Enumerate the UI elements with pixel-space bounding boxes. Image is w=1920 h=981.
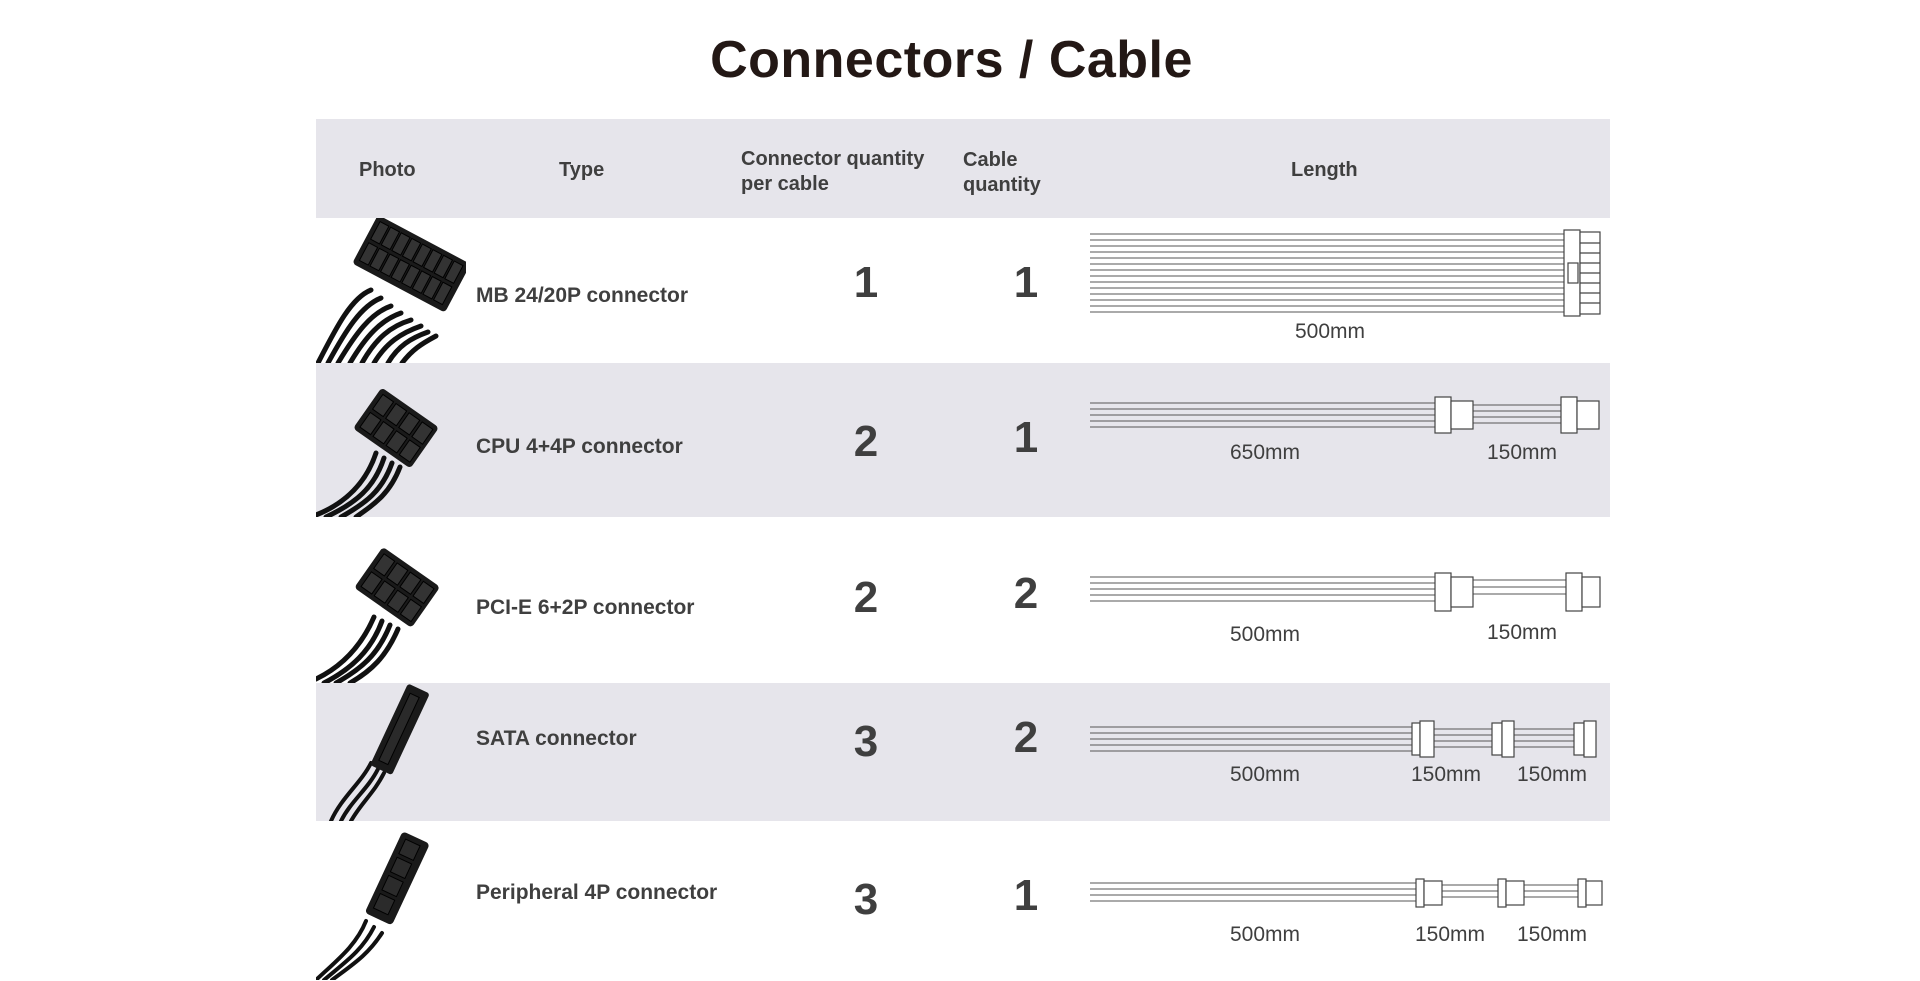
- row-type: PCI-E 6+2P connector: [476, 596, 695, 619]
- connectors-table: Photo Type Connector quantity per cable …: [316, 119, 1610, 980]
- cable-length-label: 500mm: [1230, 763, 1300, 786]
- table-header: Photo Type Connector quantity per cable …: [316, 119, 1610, 218]
- cable-length-label: 650mm: [1230, 441, 1300, 464]
- cable-diagram: 500mm 150mm: [1090, 572, 1601, 646]
- cable-length-label: 150mm: [1487, 621, 1557, 644]
- cable-length-label: 150mm: [1517, 923, 1587, 946]
- header-length: Length: [1291, 159, 1358, 181]
- page-title: Connectors / Cable: [710, 31, 1193, 89]
- row-cable-qty: 2: [1013, 713, 1039, 762]
- pcie-8pin-connector-icon: [316, 548, 439, 683]
- sata-connector-icon: [329, 684, 429, 821]
- row-type: SATA connector: [476, 727, 637, 750]
- cable-length-label: 150mm: [1517, 763, 1587, 786]
- row-type: MB 24/20P connector: [476, 284, 689, 307]
- row-cable-qty: 1: [1013, 258, 1039, 307]
- table-row: CPU 4+4P connector 2 1 650mm 150mm: [316, 363, 1610, 517]
- cable-length-label: 500mm: [1230, 623, 1300, 646]
- cable-diagram: 500mm: [1090, 229, 1601, 343]
- row-type: Peripheral 4P connector: [476, 881, 718, 904]
- cable-length-label: 150mm: [1411, 763, 1481, 786]
- row-connector-qty: 3: [853, 717, 879, 766]
- row-cable-qty: 2: [1013, 569, 1039, 618]
- row-connector-qty: 3: [853, 875, 879, 924]
- row-connector-qty: 1: [853, 258, 879, 307]
- table-row: MB 24/20P connector 1 1 500: [316, 218, 1610, 363]
- row-cable-qty: 1: [1013, 871, 1039, 920]
- cable-diagram: 500mm 150mm 150mm: [1090, 720, 1597, 786]
- cpu-8pin-connector-icon: [316, 389, 438, 517]
- row-connector-qty: 2: [853, 417, 879, 466]
- header-type: Type: [559, 159, 605, 181]
- header-connector-quantity: Connector quantity per cable: [741, 148, 925, 195]
- table-row: PCI-E 6+2P connector 2 2 500mm 150mm: [316, 517, 1610, 683]
- cable-diagram: 650mm 150mm: [1090, 396, 1600, 464]
- cable-length-label: 500mm: [1295, 320, 1365, 343]
- table-row: SATA connector 3 2 500mm 150mm 150mm: [316, 683, 1610, 821]
- molex-connector-icon: [316, 832, 429, 980]
- row-cable-qty: 1: [1013, 413, 1039, 462]
- row-connector-qty: 2: [853, 573, 879, 622]
- header-photo: Photo: [359, 159, 416, 181]
- cable-length-label: 150mm: [1415, 923, 1485, 946]
- header-cable-quantity: Cable quantity: [963, 149, 1041, 196]
- row-type: CPU 4+4P connector: [476, 435, 683, 458]
- cable-length-label: 150mm: [1487, 441, 1557, 464]
- cable-diagram: 500mm 150mm 150mm: [1090, 878, 1603, 946]
- mb-24pin-connector-icon: [316, 218, 466, 363]
- table-row: Peripheral 4P connector 3 1 500mm 150mm …: [316, 821, 1610, 980]
- cable-length-label: 500mm: [1230, 923, 1300, 946]
